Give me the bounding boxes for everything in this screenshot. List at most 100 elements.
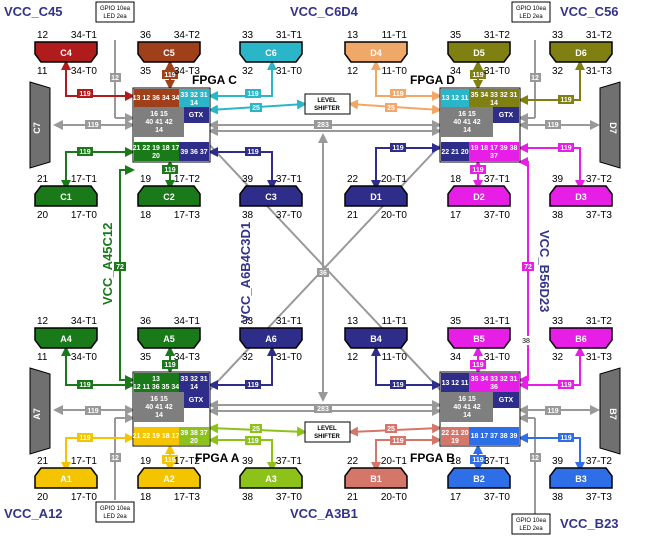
svg-text:LED 2ea: LED 2ea [519,526,543,532]
pin-top-left: 12 [37,316,49,327]
connector-name: B4 [370,334,382,344]
connector-name: B2 [473,474,485,484]
svg-text:119: 119 [87,408,98,415]
badge-119: 119 [545,120,561,129]
pin-top-right: 17-T2 [174,456,201,467]
svg-text:12: 12 [111,75,119,82]
svg-text:14: 14 [190,100,198,107]
badge-25: 25 [250,424,262,433]
pin-top-right: 31-T1 [276,316,303,327]
svg-text:12: 12 [531,75,539,82]
connector-body [549,185,613,207]
svg-text:C7: C7 [32,122,42,134]
side-connector-a7: A7 [29,367,51,455]
badge-119: 119 [77,433,93,442]
svg-text:119: 119 [547,408,558,415]
pin-bottom-left: 35 [140,352,152,363]
pin-bottom-right: 34-T3 [174,66,201,77]
pin-top-left: 36 [140,316,152,327]
pin-top-right: 37-T1 [276,174,303,185]
connector-name: D6 [575,48,587,58]
svg-text:LED 2ea: LED 2ea [519,14,543,20]
connector-body [549,41,613,63]
svg-text:119: 119 [79,91,90,98]
svg-text:119: 119 [164,362,175,369]
svg-text:119: 119 [247,382,258,389]
svg-text:22 21 20: 22 21 20 [441,149,468,156]
connector-name: B3 [575,474,587,484]
pin-top-left: 33 [552,30,564,41]
badge-119: 119 [558,143,574,152]
connector-name: B6 [575,334,587,344]
badge-36: 36 [317,268,329,277]
connector-name: A5 [163,334,175,344]
connector-body [447,467,511,489]
fpga-d-label: FPGA D [410,73,455,87]
fpga-c-label: FPGA C [192,73,237,87]
pin-bottom-left: 38 [552,210,564,221]
badge-119: 119 [77,147,93,156]
svg-text:40 41 42: 40 41 42 [145,119,172,126]
pin-bottom-left: 38 [242,210,254,221]
connector-name: D1 [370,192,382,202]
svg-text:35 34 33 32 31: 35 34 33 32 31 [471,92,518,99]
connector-name: C5 [163,48,175,58]
connector-body [34,41,98,63]
svg-text:119: 119 [164,457,175,464]
svg-text:GTX: GTX [499,397,514,404]
pin-top-right: 34-T1 [71,316,98,327]
connector-name: A6 [265,334,277,344]
badge-72: 72 [522,262,534,271]
pin-bottom-left: 17 [450,210,462,221]
pin-top-right: 31-T2 [586,316,613,327]
fpga-b: 13 12 11 35 34 33 32 31 36 16 15 40 41 4… [439,371,521,447]
pin-bottom-left: 32 [552,66,564,77]
badge-283: 283 [314,120,332,129]
svg-text:12: 12 [111,455,119,462]
svg-text:16 15: 16 15 [150,396,168,403]
svg-text:22 21 20: 22 21 20 [441,430,468,437]
badge-119: 119 [245,436,261,445]
svg-text:40 41 42: 40 41 42 [453,404,480,411]
svg-text:14: 14 [463,127,471,134]
pin-top-left: 39 [552,456,564,467]
connector-name: A1 [60,474,72,484]
svg-text:12: 12 [531,455,539,462]
connector-body [34,327,98,349]
svg-text:GTX: GTX [189,397,204,404]
connector-body [447,185,511,207]
pin-bottom-left: 34 [450,66,462,77]
side-connector-c7: C7 [29,81,51,169]
svg-text:25: 25 [387,426,395,433]
vcc-b23: VCC_B23 [560,516,619,531]
connector-body [344,41,408,63]
pin-top-left: 19 [140,174,152,185]
badge-119: 119 [162,455,178,464]
pin-bottom-right: 17-T0 [71,492,98,503]
pin-bottom-left: 38 [552,492,564,503]
side-connector-b7: B7 [599,367,621,455]
pin-bottom-left: 12 [347,66,359,77]
pin-bottom-right: 20-T0 [381,210,408,221]
svg-text:16 15: 16 15 [458,111,476,118]
svg-text:LED 2ea: LED 2ea [103,14,127,20]
gpio-box-tr: GPIO 10ea LED 2ea [511,1,551,23]
vcc-a45c12: VCC_A45C12 [100,223,115,305]
svg-text:21 22 19 18 17: 21 22 19 18 17 [133,145,180,152]
pin-top-left: 39 [242,456,254,467]
connector-body [137,327,201,349]
pin-bottom-right: 31-T3 [586,352,613,363]
pin-top-left: 39 [242,174,254,185]
pin-bottom-left: 20 [37,210,49,221]
